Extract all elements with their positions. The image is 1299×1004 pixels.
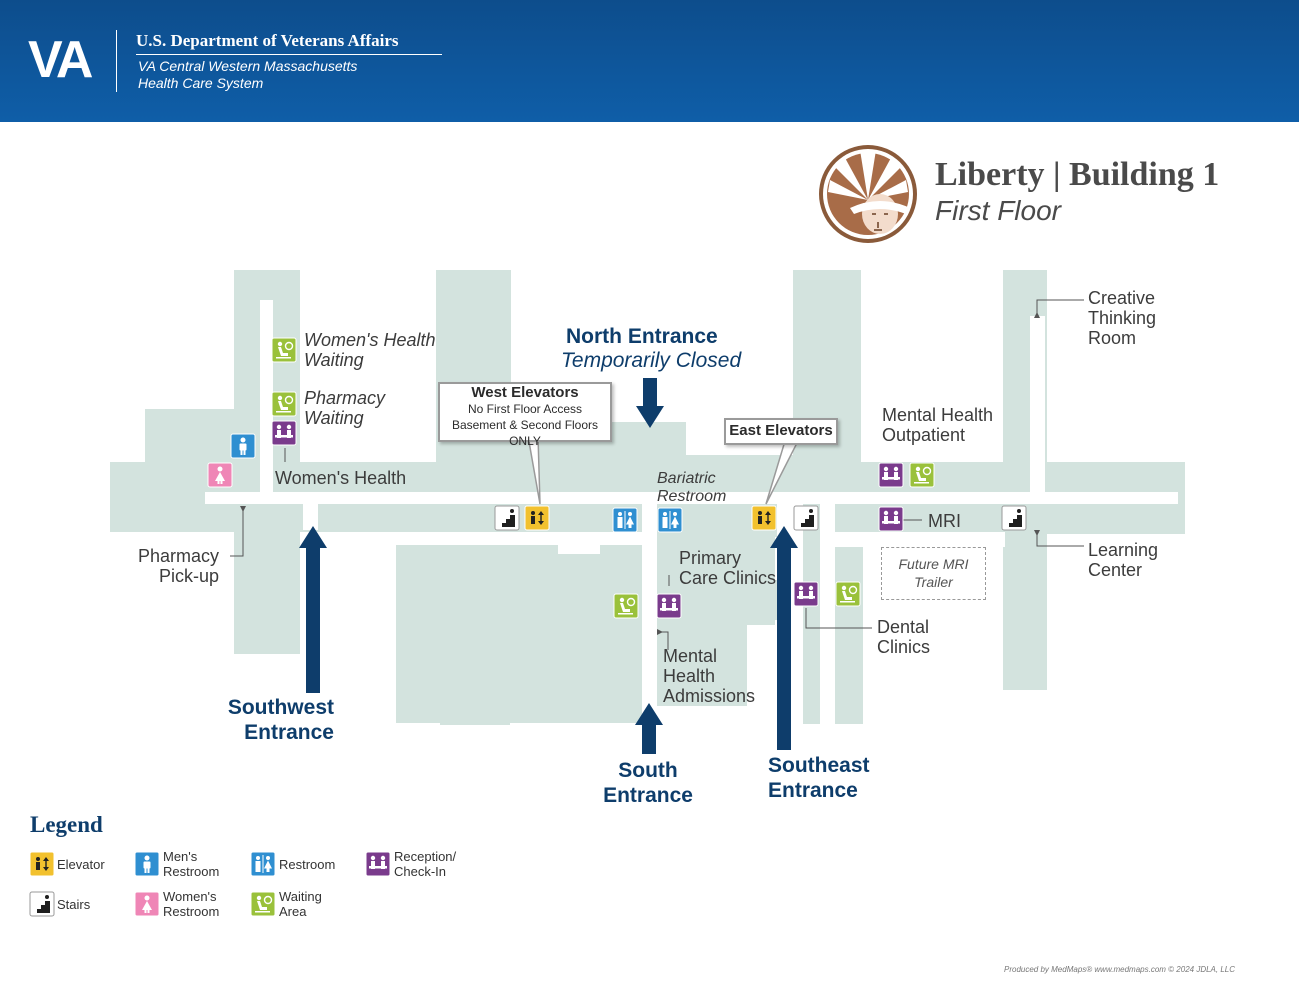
west-elevators-callout: West Elevators No First Floor Access Bas…: [438, 382, 612, 448]
east-elevators-callout: East Elevators: [724, 418, 838, 445]
waiting-area-icon: [613, 593, 639, 619]
stairs-icon: [1001, 505, 1027, 531]
legend-reception-label: Reception/Check-In: [394, 849, 457, 879]
stairs-icon: [494, 505, 520, 531]
credit-line: Produced by MedMaps® www.medmaps.com © 2…: [1004, 965, 1235, 974]
legend-stairs-icon: [29, 891, 55, 917]
southwest-entrance-arrow: [299, 526, 327, 693]
reception-icon: [878, 462, 904, 488]
system-line-1: VA Central Western Massachusetts: [138, 58, 358, 74]
waiting-area-icon: [909, 462, 935, 488]
stairs-icon: [793, 505, 819, 531]
legend-mens-icon: [134, 851, 160, 877]
legend-waiting-icon: [250, 891, 276, 917]
north-entrance-status: Temporarily Closed: [561, 349, 742, 372]
legend-womens-icon: [134, 891, 160, 917]
waiting-area-icon: [271, 337, 297, 363]
mri-label: MRI: [928, 511, 961, 531]
waiting-area-icon: [835, 581, 861, 607]
legend-title: Legend: [30, 812, 103, 837]
reception-icon: [656, 593, 682, 619]
east-elevators-title: East Elevators: [729, 422, 833, 439]
liberty-statue-icon: [819, 145, 917, 243]
system-line-2: Health Care System: [138, 75, 264, 91]
waiting-area-icon: [271, 391, 297, 417]
bariatric-restroom-icon: [657, 507, 683, 533]
entrance-arrows: [299, 378, 798, 754]
south-entrance-arrow: [635, 703, 663, 754]
west-elevators-title: West Elevators: [471, 384, 579, 401]
building-title: Liberty | Building 1: [935, 156, 1220, 193]
legend-elevator-icon: [29, 851, 55, 877]
womens-restroom-icon: [207, 462, 233, 488]
health-system-name: VA Central Western Massachusetts Health …: [138, 58, 357, 92]
va-logo: VA: [28, 31, 93, 89]
legend-reception-icon: [365, 851, 391, 877]
southeast-entrance-arrow: [770, 526, 798, 750]
header-banner: VA U.S. Department of Veterans Affairs V…: [0, 0, 1299, 122]
north-entrance-arrow: [636, 378, 664, 428]
elevator-icon: [524, 505, 550, 531]
legend-restroom-icon: [250, 851, 276, 877]
restroom-icon: [612, 507, 638, 533]
west-elevators-note-1: No First Floor Access: [467, 402, 583, 416]
legend-elevator-label: Elevator: [57, 857, 105, 872]
legend-restroom-label: Restroom: [279, 857, 336, 872]
north-entrance-label: North Entrance: [566, 325, 718, 348]
department-name: U.S. Department of Veterans Affairs: [136, 31, 442, 55]
west-elevators-note-2: Basement & Second Floors ONLY: [451, 418, 599, 448]
reception-icon: [793, 581, 819, 607]
mens-restroom-icon: [230, 433, 256, 459]
womens-health-label: Women's Health: [275, 468, 407, 488]
header-divider: [116, 30, 117, 92]
reception-icon: [271, 420, 297, 446]
legend-stairs-label: Stairs: [57, 897, 91, 912]
elevator-icon: [751, 505, 777, 531]
reception-icon: [878, 506, 904, 532]
floor-subtitle: First Floor: [935, 195, 1061, 226]
